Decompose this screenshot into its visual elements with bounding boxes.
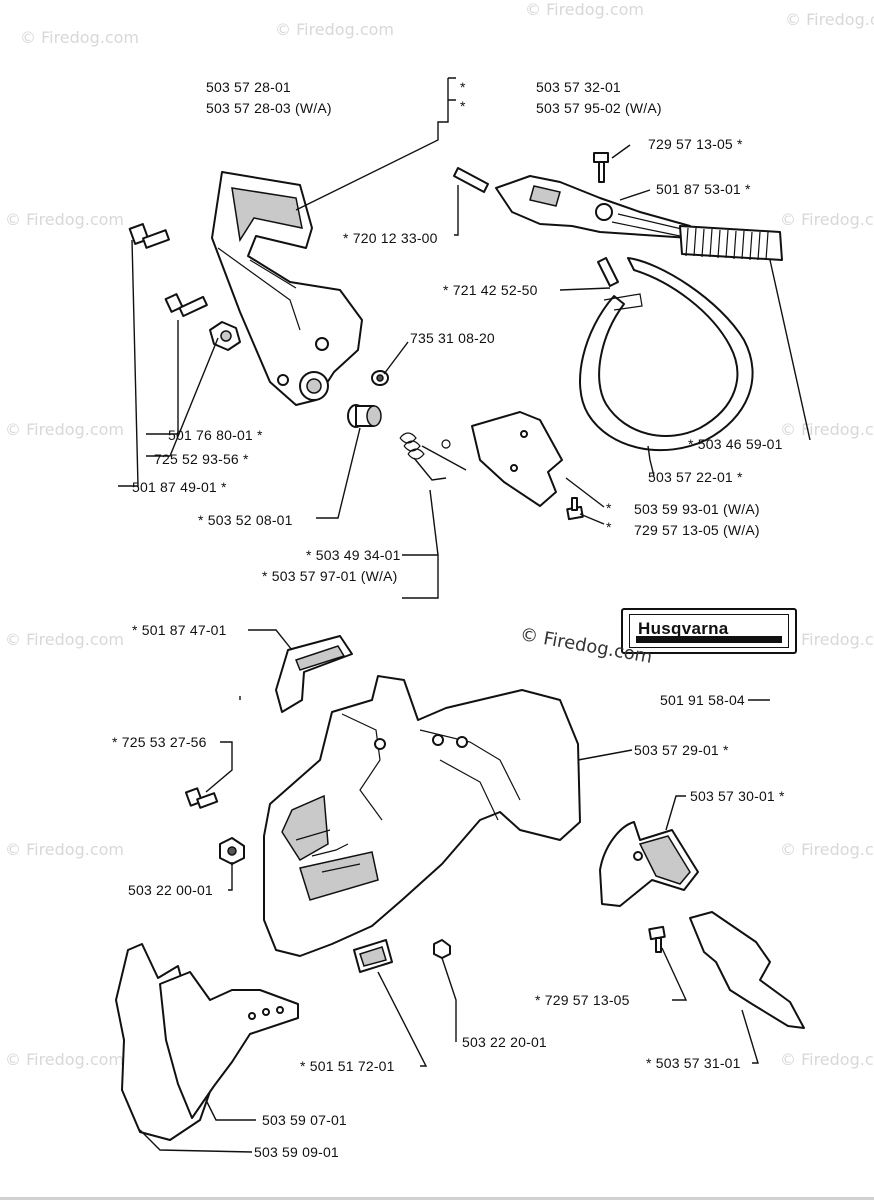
callout-clutch-cover: 503 57 29-01 * [634,742,729,758]
trip-lever [495,175,691,239]
callout-pin: * 720 12 33-00 [343,230,438,246]
watermark: © Firedog.com [5,630,124,649]
husqvarna-decal: Husqvarna [621,608,797,654]
callout-catcher: * 501 87 47-01 [132,622,227,638]
callout-torsion-a: * 503 49 34-01 [306,547,401,563]
callout-nut-cover: 503 22 00-01 [128,882,213,898]
rubber-pad [353,939,393,973]
asterisk-mark: * [460,98,466,114]
coil-spring [679,225,783,261]
watermark: © Firedog.com [20,28,139,47]
callout-roll-pin: * 721 42 52-50 [443,282,538,298]
callout-lever-b: 503 57 95-02 (W/A) [536,100,662,116]
callout-screw-cover: * 725 53 27-56 [112,734,207,750]
callout-lever-a: 503 57 32-01 [536,79,621,95]
watermark: © Firedog.com [780,420,874,439]
watermark: © Firedog.com [780,210,874,229]
brake-handle-guard [211,171,363,406]
callout-torsion-b: * 503 57 97-01 (W/A) [262,568,398,584]
watermark: © Firedog.com [525,0,644,19]
callout-bumper-a: 503 59 07-01 [262,1112,347,1128]
roll-pin [597,257,619,287]
spring-plate [471,411,563,507]
watermark: © Firedog.com [780,630,874,649]
cover-screw [184,787,219,809]
watermark: © Firedog.com [780,1050,874,1069]
watermark: © Firedog.com [5,840,124,859]
callout-bushing: * 503 52 08-01 [198,512,293,528]
watermark: © Firedog.com [785,10,874,29]
callout-spring-plate-b: 729 57 13-05 (W/A) [634,522,760,538]
callout-screw-plate: * 729 57 13-05 [535,992,630,1008]
callout-guard-b: 503 57 28-03 (W/A) [206,100,332,116]
callout-screw-top: 729 57 13-05 * [648,136,743,152]
asterisk-mark: * [460,79,466,95]
circlip [371,370,389,386]
callout-plate-cover: 503 57 30-01 * [690,788,785,804]
asterisk-mark: * [606,500,612,516]
chain-catcher [275,635,353,713]
watermark: © Firedog.com [275,20,394,39]
callout-spring-plate-a: 503 59 93-01 (W/A) [634,501,760,517]
bolt [128,223,170,249]
callout-washer: 725 52 93-56 * [154,451,249,467]
small-nut [433,939,451,959]
decal-brand-text: Husqvarna [638,619,729,638]
callout-guard-a: 503 57 28-01 [206,79,291,95]
callout-bumper-b: 503 59 09-01 [254,1144,339,1160]
decal-stripe [636,636,782,643]
callout-nut-small: 503 22 20-01 [462,1034,547,1050]
callout-nut: 501 76 80-01 * [168,427,263,443]
plate-bottom-screw [648,925,666,953]
lever-pin [453,167,489,193]
clutch-cover [263,675,581,957]
callout-band: 503 57 22-01 * [648,469,743,485]
callout-hinge: 501 87 53-01 * [656,181,751,197]
callout-guide: * 503 57 31-01 [646,1055,741,1071]
brake-band [579,257,754,452]
cover-plate [599,821,699,907]
screw-top [593,152,609,183]
watermark: © Firedog.com [5,1050,124,1069]
screw-nut [164,293,241,351]
callout-circlip: 735 31 08-20 [410,330,495,346]
bushing [347,404,382,428]
callout-bolt: 501 87 49-01 * [132,479,227,495]
asterisk-mark: * [606,519,612,535]
plate-screw [566,497,584,521]
decal-frame: Husqvarna [629,614,789,648]
torsion-spring [399,432,467,481]
guide-plate [689,911,805,1029]
callout-decal-part: 501 91 58-04 [660,692,745,708]
callout-pad: * 501 51 72-01 [300,1058,395,1074]
bottom-rule [0,1197,874,1200]
watermark: © Firedog.com [5,420,124,439]
callout-spring-coil: * 503 46 59-01 [688,436,783,452]
watermark: © Firedog.com [5,210,124,229]
cover-nut [219,837,245,865]
watermark: © Firedog.com [780,840,874,859]
bumper-spike [115,943,299,1141]
